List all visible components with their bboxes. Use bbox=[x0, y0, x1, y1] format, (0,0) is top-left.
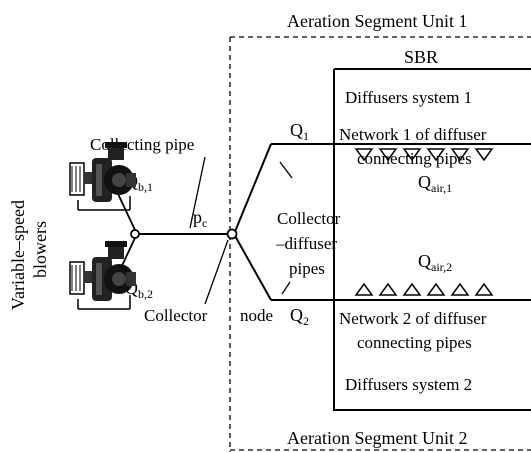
collector-node-label-b: node bbox=[240, 306, 273, 325]
network-2-label-line1: Network 2 of diffuser bbox=[339, 309, 487, 328]
blower-1-icon bbox=[69, 142, 136, 211]
aeration-unit-1-label: Aeration Segment Unit 1 bbox=[287, 11, 467, 31]
sbr-label: SBR bbox=[404, 47, 438, 67]
network-1-label-line2: connecting pipes bbox=[357, 149, 472, 168]
cd-pipes-label-line2: –diffuser bbox=[275, 234, 337, 253]
blower-2-icon bbox=[69, 241, 136, 310]
cd-pipes-leader-bottom bbox=[281, 281, 291, 295]
collecting-pipe-leader bbox=[189, 156, 206, 229]
qair2-label: Qair,2 bbox=[418, 251, 452, 274]
pc-label: pc bbox=[193, 207, 207, 230]
cd-pipes-leader-top bbox=[279, 161, 293, 179]
aeration-unit-boundary bbox=[229, 36, 531, 452]
cd-pipes-label-line3: pipes bbox=[289, 259, 325, 278]
diffusers-system-1-label: Diffusers system 1 bbox=[345, 88, 472, 107]
q1-label: Q1 bbox=[290, 120, 309, 143]
aeration-unit-2-label: Aeration Segment Unit 2 bbox=[287, 428, 467, 448]
qair1-label: Qair,1 bbox=[418, 172, 452, 195]
cd-pipes-label-line1: Collector bbox=[277, 209, 341, 228]
diffusers-1 bbox=[354, 148, 494, 162]
diffusers-2 bbox=[354, 282, 494, 296]
network-2-label-line2: connecting pipes bbox=[357, 333, 472, 352]
sbr-tank bbox=[333, 68, 531, 411]
diffusers-system-2-label: Diffusers system 2 bbox=[345, 375, 472, 394]
collector-node-label-a: Collector bbox=[144, 306, 208, 325]
collector-node-leader bbox=[204, 239, 229, 305]
q2-label: Q2 bbox=[290, 305, 309, 328]
collector-node bbox=[226, 228, 238, 240]
collector-diffuser-pipes bbox=[233, 143, 302, 301]
blower-junction bbox=[130, 229, 140, 239]
network-1-label-line1: Network 1 of diffuser bbox=[339, 125, 487, 144]
blowers-label-line2: blowers bbox=[30, 221, 50, 278]
blowers-label-line1: Variable–speed bbox=[8, 200, 28, 310]
